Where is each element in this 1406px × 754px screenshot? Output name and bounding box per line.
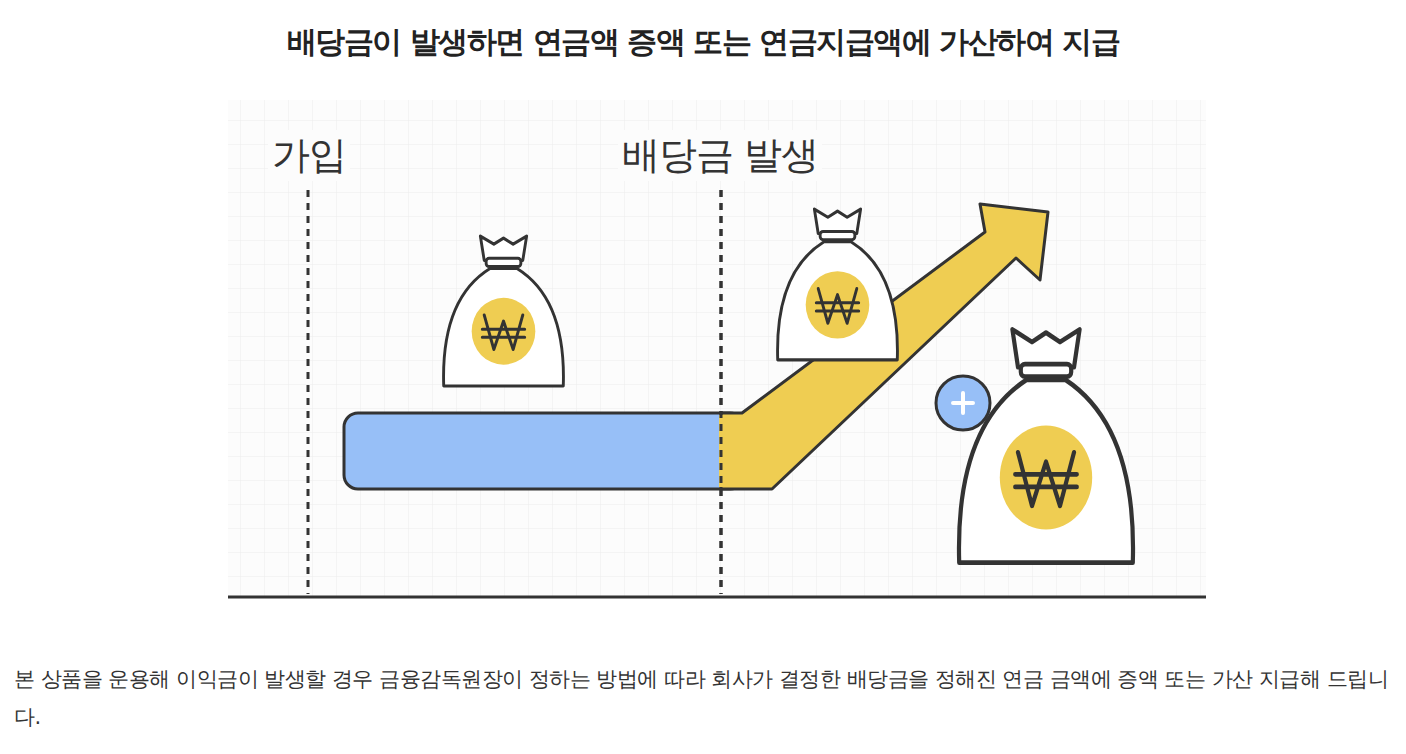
money-bag <box>444 236 564 386</box>
plus-sign <box>953 393 973 413</box>
base-bar <box>344 413 744 489</box>
dividend-line-front <box>720 190 723 594</box>
grid-panel <box>228 100 1206 597</box>
dividend-line <box>720 190 723 594</box>
money-bag <box>959 329 1133 562</box>
stage-label: 배당금 발생 <box>618 130 822 181</box>
join-line <box>307 190 310 594</box>
money-bag <box>778 209 898 360</box>
plus-badge <box>936 376 990 430</box>
grid <box>228 100 1206 597</box>
stage-label: 가입 <box>268 130 350 181</box>
baseline <box>228 596 1206 599</box>
caption: 본 상품을 운용해 이익금이 발생할 경우 금융감독원장이 정하는 방법에 따라… <box>14 660 1394 736</box>
title: 배당금이 발생하면 연금액 증액 또는 연금지급액에 가산하여 지급 <box>0 22 1406 63</box>
